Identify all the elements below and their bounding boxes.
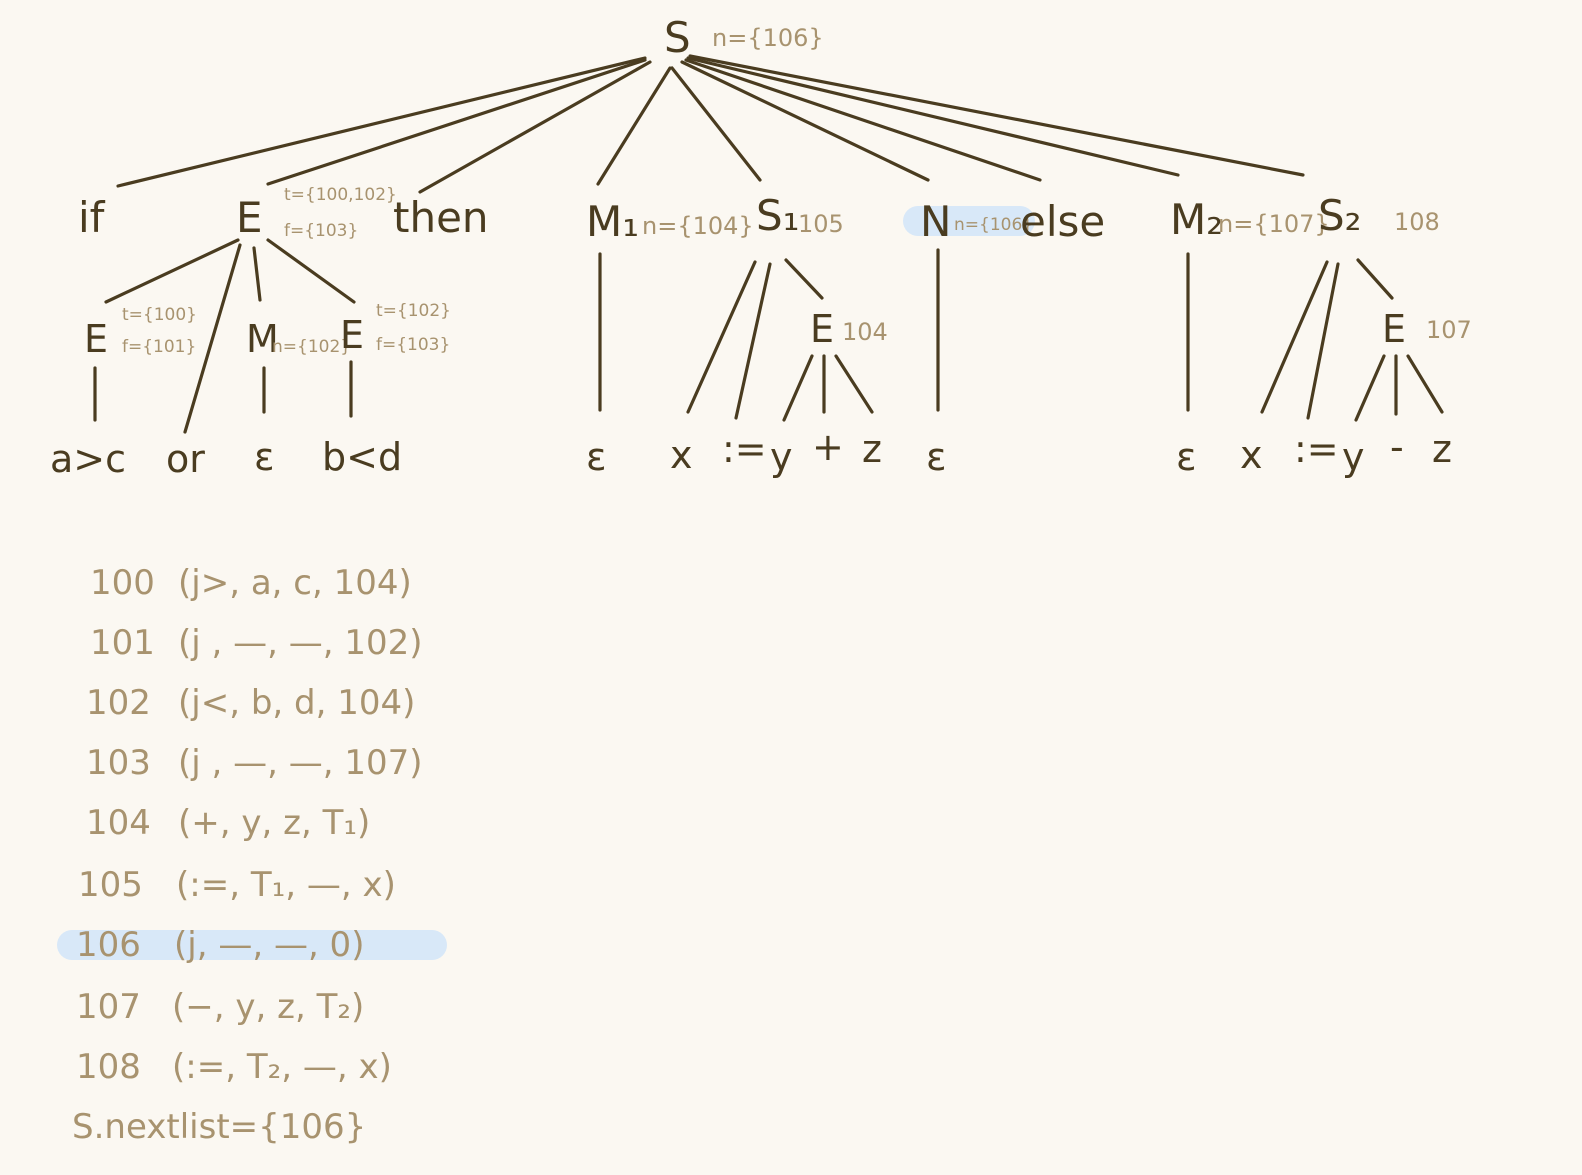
e-s2-annotation: 107 [1426, 316, 1472, 344]
if-keyword: if [78, 193, 106, 242]
quad-102-num: 102 [86, 683, 151, 723]
quad-102-code: (j<, b, d, 104) [178, 683, 415, 723]
s2-node-label: S₂ [1318, 191, 1362, 240]
s1-node-annotation: 105 [798, 210, 844, 238]
e-left-truelist: t={100} [122, 305, 197, 325]
root-edges [116, 54, 1305, 194]
leaf-epsilon-m: ε [254, 435, 275, 479]
e-right-falselist: f={103} [376, 335, 450, 355]
then-keyword: then [393, 193, 489, 242]
e-node-falselist: f={103} [284, 221, 358, 241]
m-node-annotation: n={102} [272, 337, 351, 357]
leaf-or: or [166, 437, 205, 481]
s2-node-annotation: 108 [1394, 208, 1440, 236]
m2-node-label: M₂ [1170, 195, 1223, 244]
quad-105-num: 105 [78, 865, 143, 905]
leaf-epsilon-m1: ε [586, 435, 607, 479]
quad-103-code: (j , —, —, 107) [178, 743, 423, 783]
e-s1-label: E [810, 307, 834, 351]
quadruple-list: 100 (j>, a, c, 104) 101 (j , —, —, 102) … [72, 563, 423, 1147]
e-right-truelist: t={102} [376, 301, 451, 321]
quad-101-code: (j , —, —, 102) [178, 623, 423, 663]
leaf-z-2: z [1432, 427, 1452, 471]
e-edges [93, 238, 356, 434]
leaf-assign-1: := [722, 427, 767, 471]
e-s2-label: E [1382, 307, 1406, 351]
leaf-x-2: x [1240, 433, 1263, 477]
nextlist-label: S.nextlist={106} [72, 1107, 366, 1147]
n-node-annotation: n={106} [954, 215, 1033, 235]
quad-108-code: (:=, T₂, —, x) [172, 1047, 392, 1087]
m2-node-annotation: n={107} [1218, 210, 1330, 238]
e-node-label: E [236, 193, 263, 242]
else-keyword: else [1020, 197, 1105, 246]
e-left-falselist: f={101} [122, 337, 196, 357]
s1-node-label: S₁ [756, 191, 800, 240]
m1-node-label: M₁ [586, 197, 639, 246]
quad-106-num: 106 [76, 925, 141, 965]
quad-107-num: 107 [76, 987, 141, 1027]
e-s1-annotation: 104 [842, 318, 888, 346]
leaf-plus: + [812, 425, 844, 469]
quad-103-num: 103 [86, 743, 151, 783]
leaf-a-gt-c: a>c [50, 437, 126, 481]
leaf-assign-2: := [1294, 427, 1339, 471]
quad-104-num: 104 [86, 803, 151, 843]
quad-101-num: 101 [90, 623, 155, 663]
root-s-label: S [664, 13, 691, 62]
quad-107-code: (−, y, z, T₂) [172, 987, 364, 1027]
quad-106-code: (j, —, —, 0) [174, 925, 364, 965]
quad-105-code: (:=, T₁, —, x) [176, 865, 396, 905]
s1-edges [598, 252, 874, 422]
leaf-y-1: y [770, 435, 793, 479]
e-right-label: E [340, 313, 364, 357]
leaf-b-lt-d: b<d [322, 435, 402, 479]
n-node-label: N [920, 197, 951, 246]
quad-104-code: (+, y, z, T₁) [178, 803, 370, 843]
m-node-label: M [246, 317, 279, 361]
quad-100-code: (j>, a, c, 104) [178, 563, 412, 603]
root-s-annotation: n={106} [712, 24, 824, 52]
leaf-epsilon-n: ε [926, 435, 947, 479]
leaf-x-1: x [670, 433, 693, 477]
quad-100-num: 100 [90, 563, 155, 603]
leaf-z-1: z [862, 427, 882, 471]
e-left-label: E [84, 317, 108, 361]
leaf-minus: - [1390, 425, 1404, 469]
leaf-y-2: y [1342, 435, 1365, 479]
quad-108-num: 108 [76, 1047, 141, 1087]
m1-node-annotation: n={104} [642, 212, 754, 240]
e-node-truelist: t={100,102} [284, 185, 397, 205]
leaf-epsilon-m2: ε [1176, 435, 1197, 479]
n-node-highlight [903, 206, 1035, 236]
quad-106-highlight [57, 930, 447, 960]
s2-edges [1186, 252, 1444, 422]
